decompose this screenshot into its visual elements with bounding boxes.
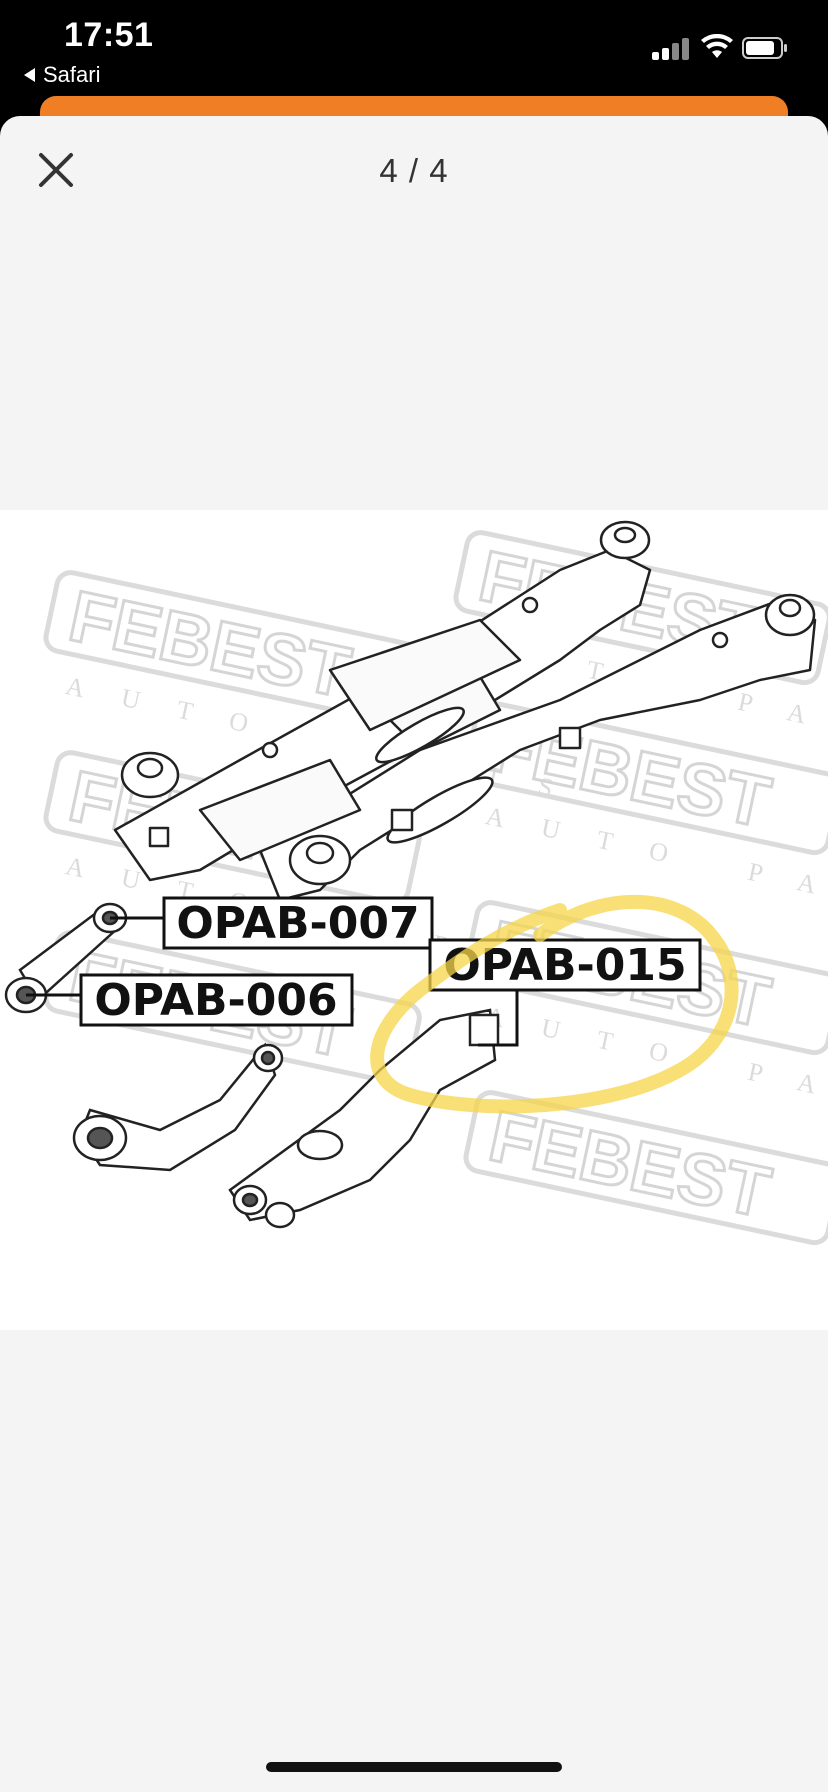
status-time: 17:51: [64, 16, 154, 54]
highlight-circle-annotation: [370, 894, 739, 1114]
part-label-opab-007: OPAB-007: [162, 896, 434, 950]
subframe-drawing: [113, 520, 817, 902]
status-bar: 17:51 Safari: [0, 0, 828, 110]
part-label-opab-006: OPAB-006: [79, 973, 354, 1027]
image-counter: 4 / 4: [379, 152, 449, 189]
curved-arm-drawing: [72, 1042, 284, 1172]
back-arrow-icon: [24, 68, 35, 82]
watermark-brand-text: FEBEST: [483, 1096, 777, 1233]
back-to-safari-link[interactable]: Safari: [24, 62, 100, 88]
part-code-text: OPAB-006: [94, 975, 337, 1026]
close-icon[interactable]: [36, 150, 76, 190]
home-indicator[interactable]: [266, 1762, 562, 1772]
product-diagram-image[interactable]: FEBEST AUTO PARTS FEBEST AUTO PARTS FEBE…: [0, 510, 828, 1330]
control-arm-drawing: [228, 1008, 500, 1229]
battery-icon: [742, 37, 787, 59]
wifi-icon: [701, 34, 733, 58]
leader-lines: [26, 916, 519, 1047]
back-app-label: Safari: [43, 62, 101, 87]
part-code-text: OPAB-007: [176, 898, 419, 949]
cellular-signal-icon: [652, 36, 692, 60]
